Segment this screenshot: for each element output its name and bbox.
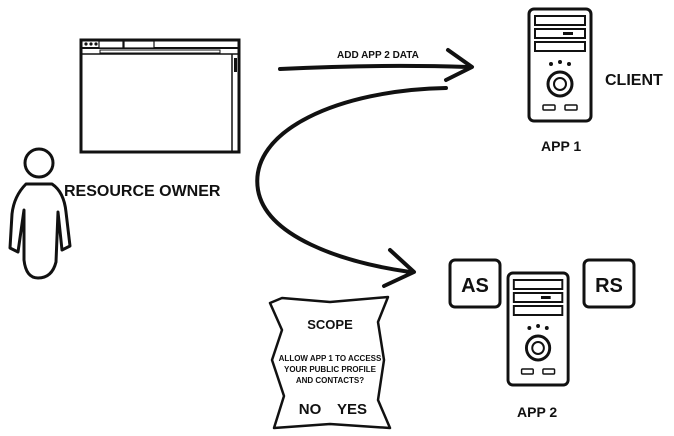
add-data-arrow: [278, 48, 474, 82]
as-box: AS: [448, 258, 502, 309]
client-label: CLIENT: [605, 72, 663, 89]
app2-label: APP 2: [517, 404, 557, 420]
app1-server-icon: [527, 7, 593, 123]
scope-paper: SCOPE ALLOW APP 1 TO ACCESS YOUR PUBLIC …: [268, 295, 392, 430]
scope-line-2: YOUR PUBLIC PROFILE: [284, 365, 377, 374]
app1-label: APP 1: [541, 138, 581, 154]
scope-line-3: AND CONTACTS?: [296, 376, 364, 385]
rs-label: RS: [595, 275, 623, 297]
browser-window-icon: [79, 38, 241, 154]
as-label: AS: [461, 275, 489, 297]
person-icon: [8, 147, 72, 280]
scope-line-1: ALLOW APP 1 TO ACCESS: [279, 354, 382, 363]
yes-option[interactable]: YES: [337, 401, 367, 418]
add-data-label: ADD APP 2 DATA: [337, 50, 419, 61]
no-option[interactable]: NO: [299, 401, 322, 418]
redirect-arrow: [255, 86, 448, 288]
app2-server-icon: [506, 271, 570, 387]
rs-box: RS: [582, 258, 636, 309]
scope-title: SCOPE: [307, 317, 353, 332]
resource-owner-label: RESOURCE OWNER: [64, 183, 221, 200]
